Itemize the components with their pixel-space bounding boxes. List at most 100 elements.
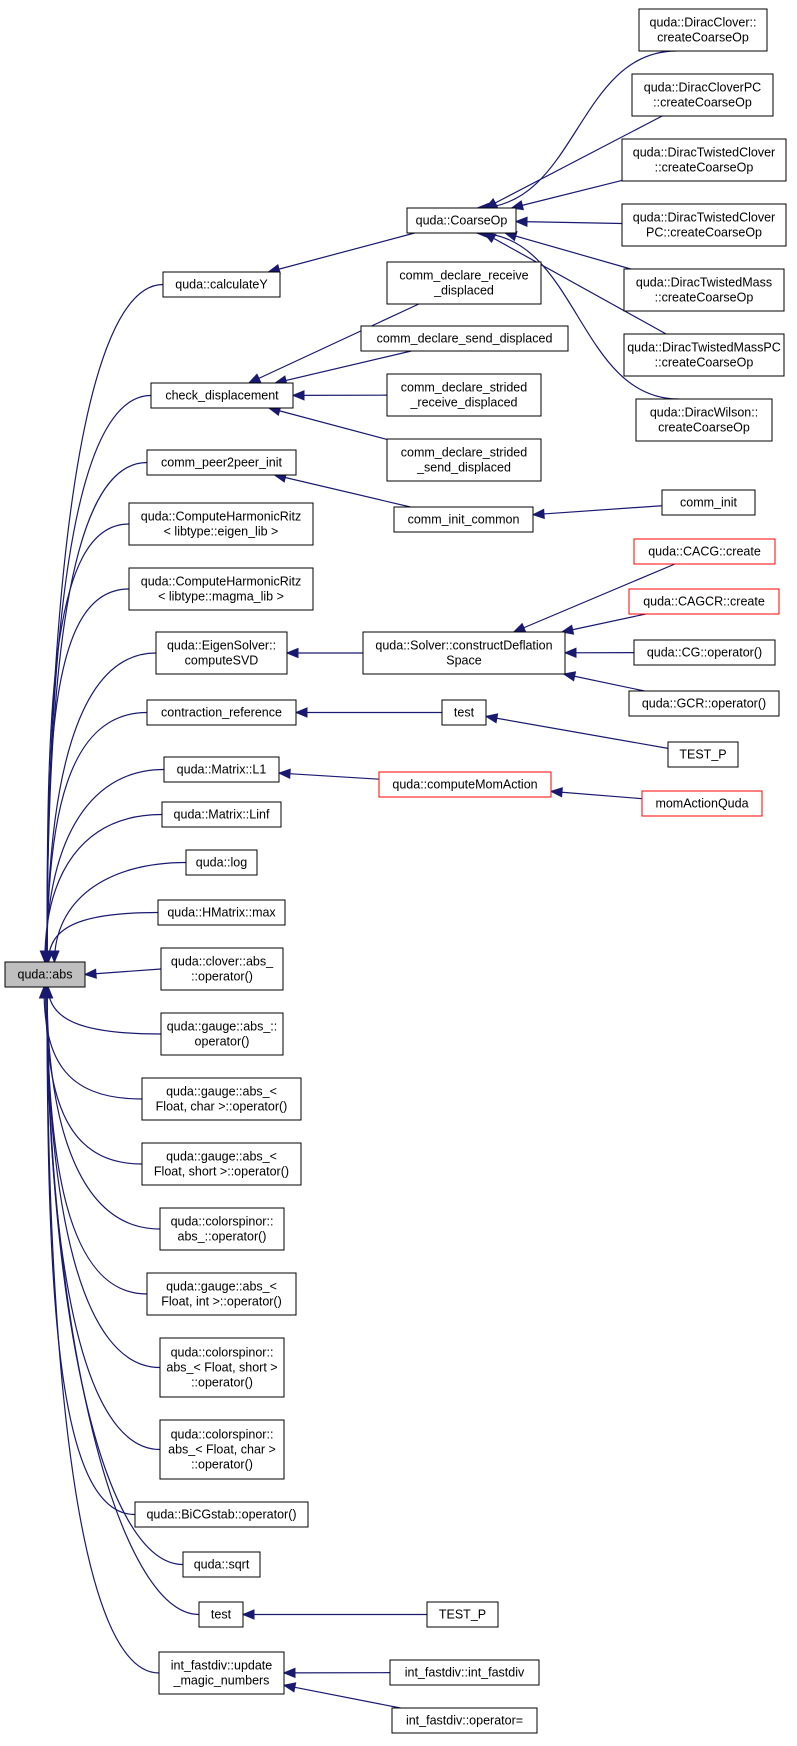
node-box[interactable] — [621, 138, 787, 182]
node-cma[interactable]: quda::computeMomAction — [378, 771, 552, 798]
node-dtmpc[interactable]: quda::DiracTwistedMassPC::createCoarseOp — [623, 333, 785, 377]
node-chr-eigen[interactable]: quda::ComputeHarmonicRitz< libtype::eige… — [128, 502, 314, 546]
node-box[interactable] — [386, 373, 542, 417]
node-box[interactable] — [667, 741, 739, 768]
node-dcpc[interactable]: quda::DiracCloverPC::createCoarseOp — [631, 73, 774, 117]
node-box[interactable] — [391, 1707, 538, 1734]
node-box[interactable] — [635, 398, 773, 442]
node-box[interactable] — [4, 961, 86, 988]
node-bicg[interactable]: quda::BiCGstab::operator() — [134, 1501, 309, 1528]
node-box[interactable] — [155, 631, 288, 675]
node-cdsrd[interactable]: comm_declare_strided_receive_displaced — [386, 373, 542, 417]
node-box[interactable] — [158, 1651, 285, 1695]
node-dc[interactable]: quda::DiracClover::createCoarseOp — [638, 8, 768, 52]
node-eigsvd[interactable]: quda::EigenSolver::computeSVD — [155, 631, 288, 675]
node-calcY[interactable]: quda::calculateY — [162, 271, 281, 298]
node-box[interactable] — [638, 8, 768, 52]
node-p2p[interactable]: comm_peer2peer_init — [146, 449, 297, 476]
node-box[interactable] — [389, 1659, 540, 1686]
node-cg[interactable]: quda::CG::operator() — [633, 639, 776, 666]
node-dtc[interactable]: quda::DiracTwistedClover::createCoarseOp — [621, 138, 787, 182]
node-gcr[interactable]: quda::GCR::operator() — [628, 690, 780, 717]
node-box[interactable] — [128, 502, 314, 546]
node-cs-char[interactable]: quda::colorspinor::abs_< Float, char >::… — [159, 1419, 285, 1480]
node-cs[interactable]: quda::colorspinor::abs_::operator() — [159, 1207, 285, 1251]
node-cacg[interactable]: quda::CACG::create — [633, 538, 776, 565]
node-box[interactable] — [160, 947, 284, 991]
node-test1[interactable]: test — [441, 699, 487, 726]
node-cagcr[interactable]: quda::CAGCR::create — [628, 588, 780, 615]
node-ifd-umn[interactable]: int_fastdiv::update_magic_numbers — [158, 1651, 285, 1695]
node-box[interactable] — [159, 1207, 285, 1251]
node-contref[interactable]: contraction_reference — [146, 699, 297, 726]
node-box[interactable] — [146, 699, 297, 726]
node-box[interactable] — [631, 73, 774, 117]
node-box[interactable] — [162, 271, 281, 298]
node-ifd[interactable]: int_fastdiv::int_fastdiv — [389, 1659, 540, 1686]
node-sqrt[interactable]: quda::sqrt — [182, 1551, 261, 1578]
node-box[interactable] — [406, 207, 517, 234]
node-box[interactable] — [150, 382, 294, 409]
node-testp1[interactable]: TEST_P — [667, 741, 739, 768]
node-box[interactable] — [146, 449, 297, 476]
node-chr-magma[interactable]: quda::ComputeHarmonicRitz< libtype::magm… — [128, 567, 314, 611]
node-box[interactable] — [160, 1012, 284, 1056]
node-box[interactable] — [633, 538, 776, 565]
node-box[interactable] — [441, 699, 487, 726]
node-gauge[interactable]: quda::gauge::abs_::operator() — [160, 1012, 284, 1056]
node-box[interactable] — [393, 506, 534, 533]
node-dw[interactable]: quda::DiracWilson::createCoarseOp — [635, 398, 773, 442]
node-box[interactable] — [360, 325, 569, 352]
node-box[interactable] — [621, 203, 787, 247]
node-gauge-char[interactable]: quda::gauge::abs_<Float, char >::operato… — [141, 1077, 302, 1121]
node-box[interactable] — [128, 567, 314, 611]
node-box[interactable] — [159, 1337, 285, 1398]
node-dtcpc[interactable]: quda::DiracTwistedCloverPC::createCoarse… — [621, 203, 787, 247]
node-box[interactable] — [134, 1501, 309, 1528]
node-ci[interactable]: comm_init — [661, 489, 756, 516]
node-dtm[interactable]: quda::DiracTwistedMass::createCoarseOp — [623, 268, 785, 312]
node-box[interactable] — [386, 438, 542, 482]
node-box[interactable] — [623, 333, 785, 377]
node-cs-short[interactable]: quda::colorspinor::abs_< Float, short >:… — [159, 1337, 285, 1398]
node-box[interactable] — [163, 756, 280, 783]
node-maq[interactable]: momActionQuda — [641, 790, 763, 817]
node-cic[interactable]: comm_init_common — [393, 506, 534, 533]
node-coarseop[interactable]: quda::CoarseOp — [406, 207, 517, 234]
node-clover[interactable]: quda::clover::abs_::operator() — [160, 947, 284, 991]
node-box[interactable] — [198, 1601, 244, 1628]
node-box[interactable] — [182, 1551, 261, 1578]
node-checkdisp[interactable]: check_displacement — [150, 382, 294, 409]
node-log[interactable]: quda::log — [185, 849, 258, 876]
node-box[interactable] — [641, 790, 763, 817]
node-cdrd[interactable]: comm_declare_receive_displaced — [386, 261, 542, 305]
node-box[interactable] — [157, 899, 286, 926]
node-cdssd[interactable]: comm_declare_strided_send_displaced — [386, 438, 542, 482]
node-box[interactable] — [146, 1272, 297, 1316]
node-linf[interactable]: quda::Matrix::Linf — [161, 801, 282, 828]
node-box[interactable] — [185, 849, 258, 876]
node-cdsd[interactable]: comm_declare_send_displaced — [360, 325, 569, 352]
node-box[interactable] — [161, 801, 282, 828]
node-box[interactable] — [623, 268, 785, 312]
node-box[interactable] — [378, 771, 552, 798]
node-l1[interactable]: quda::Matrix::L1 — [163, 756, 280, 783]
node-gauge-int[interactable]: quda::gauge::abs_<Float, int >::operator… — [146, 1272, 297, 1316]
node-test2[interactable]: test — [198, 1601, 244, 1628]
node-box[interactable] — [159, 1419, 285, 1480]
node-box[interactable] — [386, 261, 542, 305]
node-hmax[interactable]: quda::HMatrix::max — [157, 899, 286, 926]
node-abs[interactable]: quda::abs — [4, 961, 86, 988]
node-box[interactable] — [661, 489, 756, 516]
node-box[interactable] — [633, 639, 776, 666]
node-box[interactable] — [628, 588, 780, 615]
node-box[interactable] — [141, 1077, 302, 1121]
node-testp2[interactable]: TEST_P — [426, 1601, 499, 1628]
node-box[interactable] — [141, 1142, 302, 1186]
node-ifd-op[interactable]: int_fastdiv::operator= — [391, 1707, 538, 1734]
node-box[interactable] — [426, 1601, 499, 1628]
node-box[interactable] — [628, 690, 780, 717]
node-box[interactable] — [362, 631, 566, 675]
node-gauge-short[interactable]: quda::gauge::abs_<Float, short >::operat… — [141, 1142, 302, 1186]
